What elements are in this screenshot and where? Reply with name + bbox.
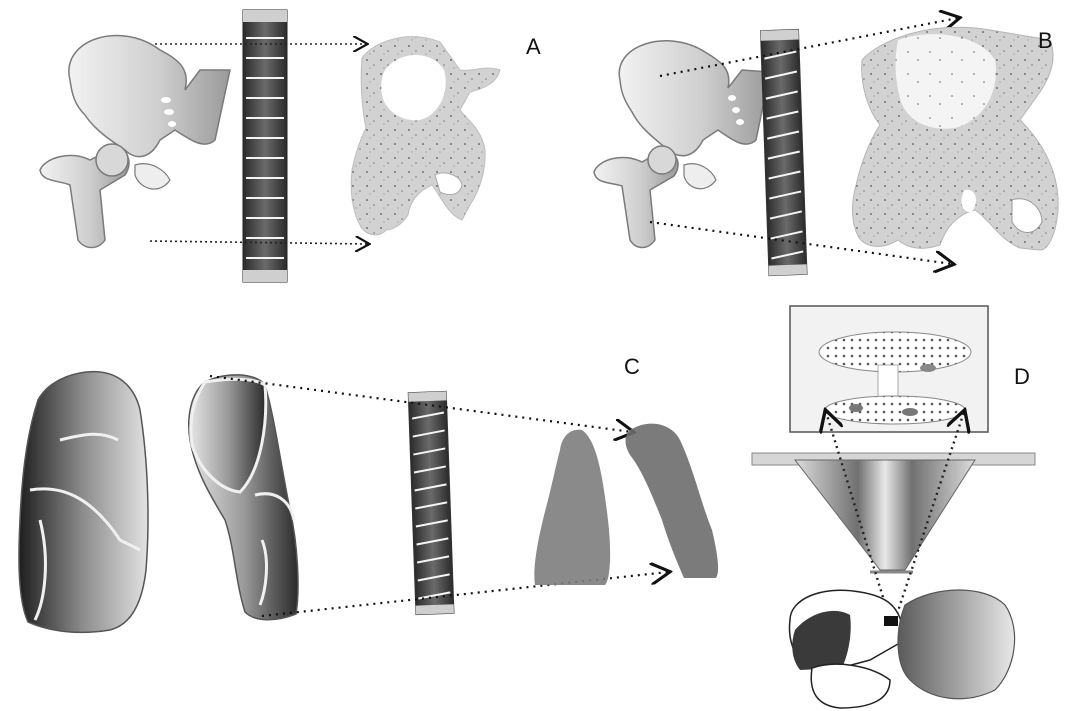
lung-drawing-left-c xyxy=(19,372,148,633)
collimator-b xyxy=(760,29,807,275)
tomographic-volume-box-d xyxy=(790,306,988,432)
panel-d: D xyxy=(752,306,1035,708)
panel-label-c: C xyxy=(624,354,640,379)
hip-bone-drawing-a xyxy=(40,36,230,248)
patient-head-drawing-d xyxy=(789,590,1014,708)
collimator-c xyxy=(408,391,454,614)
pinhole-collimator-d xyxy=(752,453,1035,572)
collimator-a xyxy=(243,10,287,282)
panel-label-b: B xyxy=(1038,28,1053,53)
panel-label-d: D xyxy=(1014,364,1030,389)
panel-label-a: A xyxy=(526,34,541,59)
scan-image-a xyxy=(351,37,500,235)
panel-a: A xyxy=(40,10,541,282)
scan-image-b xyxy=(853,27,1059,250)
lung-drawing-right-c xyxy=(189,375,298,620)
scan-image-c xyxy=(534,424,718,585)
panel-c: C xyxy=(19,354,718,632)
panel-b: B xyxy=(594,18,1058,276)
